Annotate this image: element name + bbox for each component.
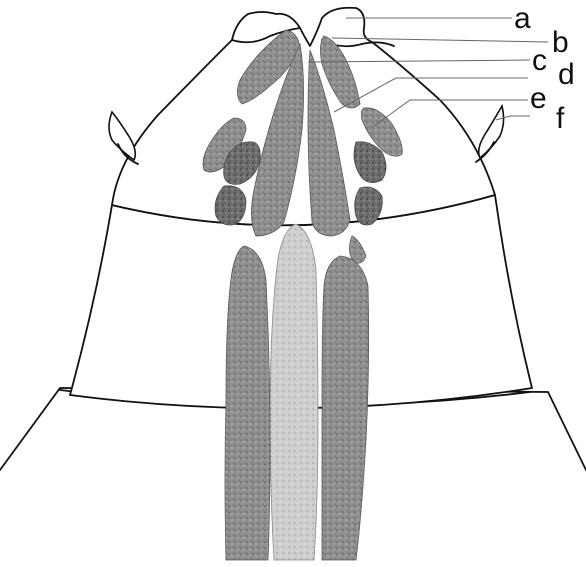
label-b: b bbox=[552, 26, 569, 59]
median-stripe bbox=[270, 224, 318, 560]
right-antennal-spine bbox=[479, 106, 504, 158]
label-e: e bbox=[530, 82, 547, 115]
head-mark-left-lower bbox=[215, 186, 246, 225]
label-f: f bbox=[556, 102, 565, 135]
label-d: d bbox=[558, 58, 575, 91]
left-lateral-stripe bbox=[225, 246, 270, 560]
right-lateral-stripe bbox=[322, 256, 369, 560]
label-a: a bbox=[514, 2, 531, 35]
label-c: c bbox=[532, 44, 547, 77]
